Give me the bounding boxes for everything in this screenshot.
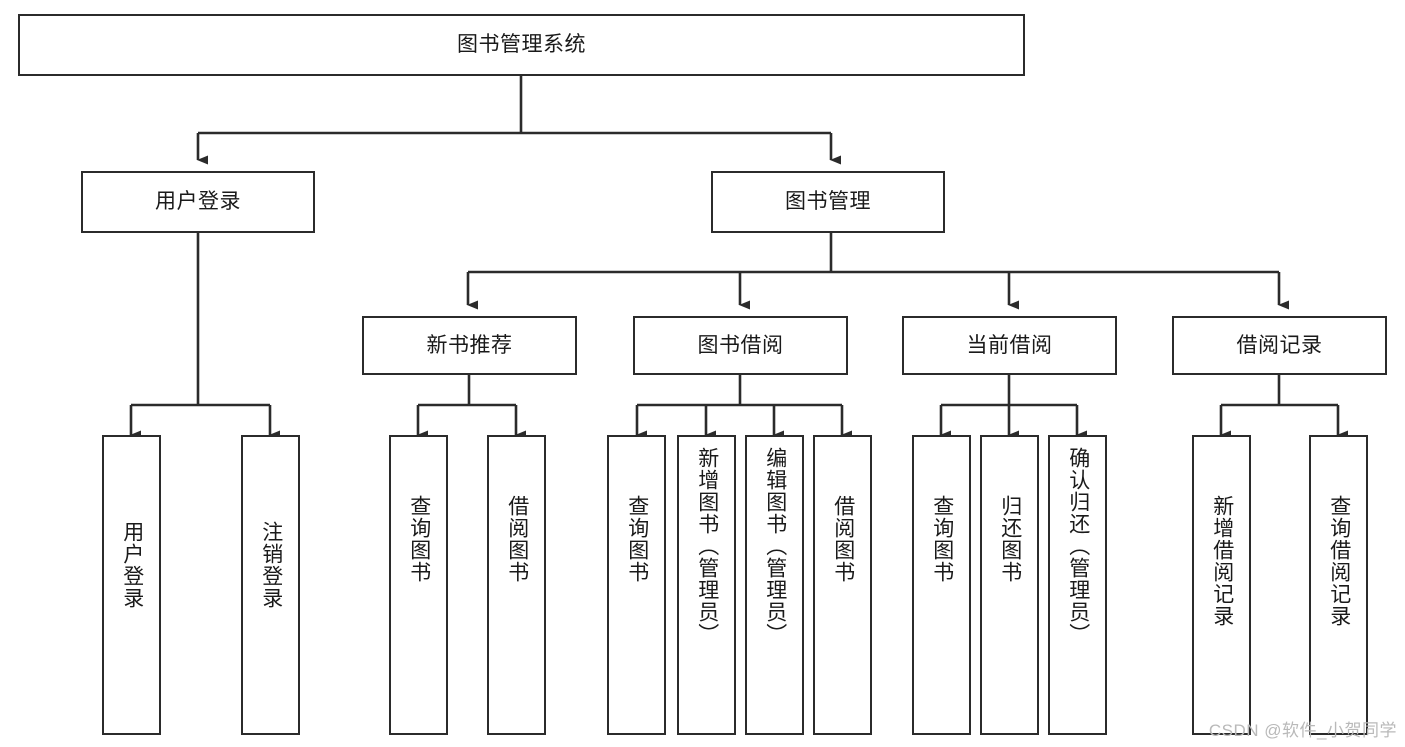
node-root-book-management-system[interactable]: 图书管理系统 <box>18 14 1025 76</box>
node-label: 图书管理 <box>785 190 871 214</box>
node-label: 用户登录 <box>120 521 144 609</box>
node-label: 新增图书（管理员） <box>695 447 719 645</box>
node-leaf-borrow-book-1[interactable]: 借阅图书 <box>487 435 546 735</box>
node-label: 用户登录 <box>155 190 241 214</box>
node-label: 新书推荐 <box>426 333 513 357</box>
node-leaf-query-book-1[interactable]: 查询图书 <box>389 435 448 735</box>
node-label: 当前借阅 <box>966 333 1053 357</box>
node-label: 归还图书 <box>998 495 1022 583</box>
node-user-login[interactable]: 用户登录 <box>81 171 315 233</box>
node-leaf-query-book-3[interactable]: 查询图书 <box>912 435 971 735</box>
node-leaf-add-record[interactable]: 新增借阅记录 <box>1192 435 1251 735</box>
node-leaf-edit-book[interactable]: 编辑图书（管理员） <box>745 435 804 735</box>
node-leaf-logout[interactable]: 注销登录 <box>241 435 300 735</box>
node-label: 图书借阅 <box>697 333 784 357</box>
node-label: 查询借阅记录 <box>1327 495 1351 627</box>
node-label: 编辑图书（管理员） <box>763 447 787 645</box>
node-leaf-query-record[interactable]: 查询借阅记录 <box>1309 435 1368 735</box>
node-leaf-query-book-2[interactable]: 查询图书 <box>607 435 666 735</box>
node-label: 查询图书 <box>625 495 649 583</box>
watermark-text: CSDN @软件_小贺同学 <box>1208 721 1397 740</box>
node-label: 查询图书 <box>930 495 954 583</box>
node-current-borrow[interactable]: 当前借阅 <box>902 316 1117 375</box>
node-leaf-borrow-book-2[interactable]: 借阅图书 <box>813 435 872 735</box>
node-book-borrow[interactable]: 图书借阅 <box>633 316 848 375</box>
node-label: 借阅图书 <box>505 495 529 583</box>
node-leaf-return-book[interactable]: 归还图书 <box>980 435 1039 735</box>
node-label: 图书管理系统 <box>457 33 586 57</box>
node-label: 注销登录 <box>259 521 283 609</box>
node-new-book-recommend[interactable]: 新书推荐 <box>362 316 577 375</box>
node-label: 借阅记录 <box>1236 333 1323 357</box>
node-label: 借阅图书 <box>831 495 855 583</box>
node-leaf-confirm-return[interactable]: 确认归还（管理员） <box>1048 435 1107 735</box>
node-book-management[interactable]: 图书管理 <box>711 171 945 233</box>
node-label: 查询图书 <box>407 495 431 583</box>
node-borrow-record[interactable]: 借阅记录 <box>1172 316 1387 375</box>
node-leaf-user-login[interactable]: 用户登录 <box>102 435 161 735</box>
node-leaf-add-book[interactable]: 新增图书（管理员） <box>677 435 736 735</box>
node-label: 新增借阅记录 <box>1210 495 1234 627</box>
node-label: 确认归还（管理员） <box>1066 447 1090 645</box>
